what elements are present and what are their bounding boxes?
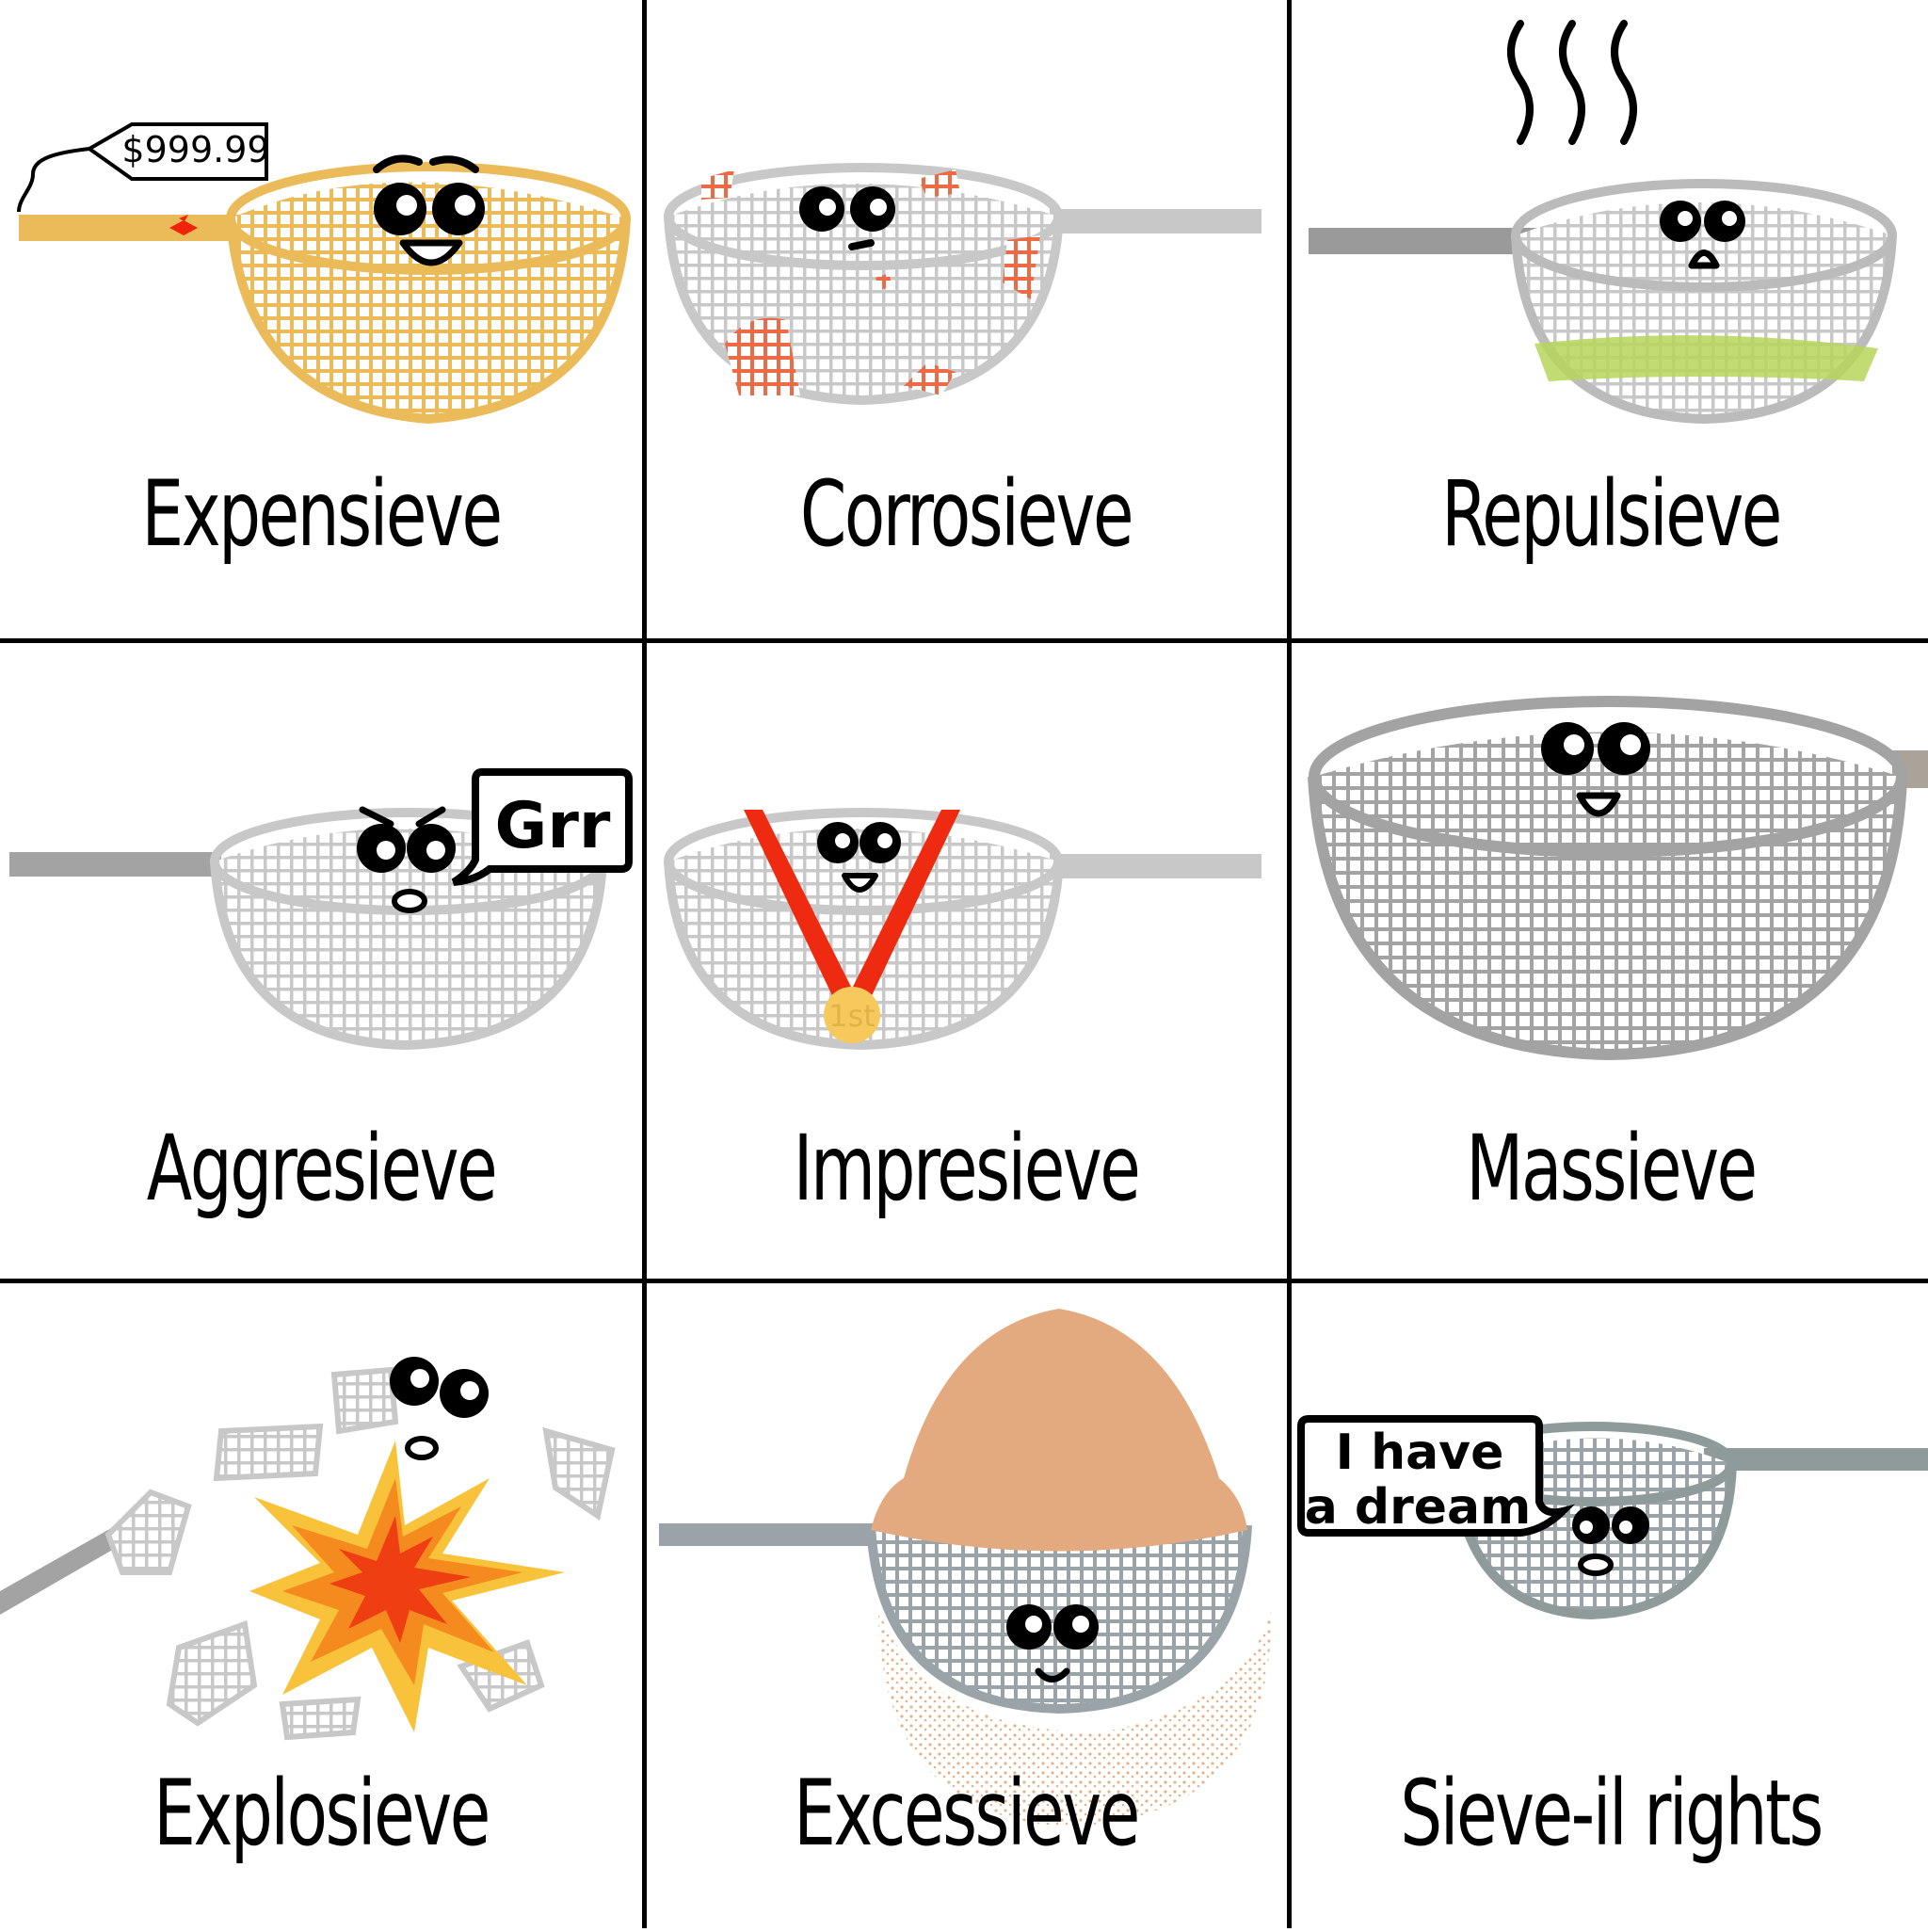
stink-lines-icon bbox=[1507, 20, 1637, 145]
panel-caption: Repulsieve bbox=[1441, 461, 1782, 567]
panel-caption: Corrosieve bbox=[799, 461, 1134, 567]
rusty-sieve-illustration bbox=[664, 163, 1261, 406]
sieve-handle bbox=[659, 1523, 894, 1546]
overflowing-sieve-illustration bbox=[659, 1309, 1272, 1827]
happy-face bbox=[373, 154, 485, 266]
falling-sand bbox=[878, 1610, 1272, 1827]
sieve-bowl bbox=[1313, 732, 1902, 1055]
grid-divider bbox=[0, 638, 1928, 643]
gold-sieve-illustration: $999.99 bbox=[17, 122, 631, 425]
red-diamond-icon bbox=[169, 220, 198, 235]
happy-face bbox=[1541, 722, 1650, 817]
angry-face bbox=[357, 806, 456, 913]
sieve-fragments bbox=[104, 1366, 616, 1741]
speech-bubble: Grr bbox=[451, 768, 633, 886]
explosion-icon bbox=[249, 1441, 565, 1732]
panel-sieve-il-rights: I have a dream Sieve-il rights bbox=[1290, 1290, 1928, 1932]
exploding-sieve-illustration bbox=[0, 1357, 616, 1741]
sieve-handle bbox=[9, 852, 221, 877]
panel-repulsieve: Repulsieve bbox=[1290, 0, 1928, 642]
panel-expensieve: $999.99 Expensieve bbox=[0, 0, 642, 642]
speech-bubble: I have a dream bbox=[1297, 1415, 1576, 1537]
red-diamond-icon bbox=[179, 215, 190, 228]
sand-pile bbox=[871, 1309, 1247, 1552]
panel-caption: Explosieve bbox=[153, 1761, 490, 1866]
svg-text:$999.99: $999.99 bbox=[121, 129, 269, 170]
panel-impresieve: 1st Impresieve bbox=[645, 645, 1287, 1287]
sieve-handle bbox=[1050, 209, 1261, 233]
sieve-bowl bbox=[215, 829, 602, 1045]
svg-text:a dream: a dream bbox=[1305, 1479, 1532, 1536]
sieve-handle bbox=[1050, 854, 1261, 878]
medal-icon: 1st bbox=[744, 810, 960, 1043]
svg-text:I have: I have bbox=[1336, 1425, 1504, 1481]
disgusted-face bbox=[1660, 201, 1745, 269]
sieve-bowl bbox=[668, 829, 1059, 1045]
shocked-face bbox=[390, 1357, 489, 1460]
panel-corrosieve: Corrosieve bbox=[645, 0, 1287, 642]
sieve-handle bbox=[19, 215, 245, 241]
panel-explosieve: Explosieve bbox=[0, 1290, 642, 1932]
neutral-face bbox=[799, 186, 895, 250]
panel-aggresieve: Grr Aggresieve bbox=[0, 645, 642, 1287]
proud-face bbox=[817, 822, 901, 893]
rust-patches bbox=[701, 169, 1040, 395]
dreaming-sieve-illustration: I have a dream bbox=[1297, 1415, 1928, 1620]
panel-excessieve: Excessieve bbox=[645, 1290, 1287, 1932]
medal-sieve-illustration: 1st bbox=[664, 808, 1261, 1051]
happy-face bbox=[1006, 1604, 1099, 1682]
grid-divider bbox=[642, 0, 647, 1928]
price-tag: $999.99 bbox=[86, 122, 270, 181]
slime bbox=[1534, 335, 1878, 381]
svg-text:1st: 1st bbox=[828, 998, 876, 1034]
panel-caption: Sieve-il rights bbox=[1400, 1761, 1824, 1866]
grid-divider bbox=[1287, 0, 1292, 1928]
sieve-handle bbox=[1309, 228, 1544, 254]
hopeful-face bbox=[1572, 1506, 1649, 1576]
sieve-bowl bbox=[871, 1494, 1247, 1709]
sieve-handle bbox=[1704, 1448, 1928, 1471]
broken-handle bbox=[0, 1527, 122, 1615]
panel-caption: Expensieve bbox=[141, 461, 503, 567]
angry-sieve-illustration: Grr bbox=[9, 768, 633, 1051]
sieve-bowl bbox=[1516, 202, 1892, 419]
tag-string bbox=[17, 139, 133, 213]
panel-caption: Excessieve bbox=[794, 1761, 1140, 1866]
massive-sieve-illustration bbox=[1308, 696, 1928, 1061]
sieve-bowl bbox=[231, 182, 626, 419]
panel-massieve: Massieve bbox=[1290, 645, 1928, 1287]
svg-text:Grr: Grr bbox=[495, 789, 611, 863]
slimy-sieve-illustration bbox=[1309, 20, 1897, 425]
panel-caption: Massieve bbox=[1466, 1116, 1758, 1221]
grid-divider bbox=[0, 1279, 1928, 1283]
panel-caption: Impresieve bbox=[793, 1116, 1141, 1221]
panel-caption: Aggresieve bbox=[146, 1116, 498, 1221]
